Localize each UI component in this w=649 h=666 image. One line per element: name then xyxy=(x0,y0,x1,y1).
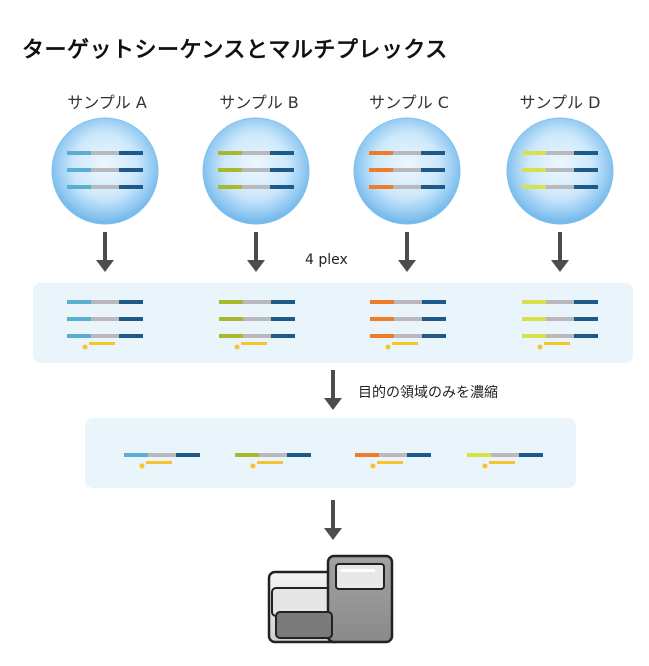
pooled-library-panel xyxy=(33,283,633,363)
enriched-library-panel xyxy=(85,418,576,488)
pooled-fragment xyxy=(67,334,143,338)
capture-probe xyxy=(370,461,403,469)
pooled-fragment xyxy=(370,300,446,304)
dna-fragment xyxy=(67,151,143,155)
enriched-fragment xyxy=(124,453,200,457)
capture-probe xyxy=(139,461,172,469)
dna-fragment xyxy=(522,185,598,189)
sample-d-label: サンプル D xyxy=(519,93,601,112)
enrichment-label: 目的の領域のみを濃縮 xyxy=(358,385,498,401)
pooled-fragment xyxy=(522,317,598,321)
dna-fragment xyxy=(522,151,598,155)
pooled-fragment xyxy=(370,334,446,338)
enriched-fragment xyxy=(355,453,431,457)
pooled-fragment xyxy=(219,334,295,338)
down-arrow-icon xyxy=(398,232,416,272)
plex-label: 4 plex xyxy=(305,252,348,268)
dna-fragment xyxy=(218,168,294,172)
down-arrow-icon xyxy=(324,370,342,410)
capture-probe xyxy=(385,342,418,350)
pooled-fragment xyxy=(219,317,295,321)
capture-probe xyxy=(250,461,283,469)
pooled-fragment xyxy=(522,300,598,304)
dna-fragment xyxy=(369,168,445,172)
capture-probe xyxy=(537,342,570,350)
sequencer-icon xyxy=(267,554,394,644)
dna-fragment xyxy=(369,185,445,189)
capture-probe xyxy=(482,461,515,469)
pooled-fragment xyxy=(522,334,598,338)
sample-b-label: サンプル B xyxy=(219,93,299,112)
down-arrow-icon xyxy=(324,500,342,540)
down-arrow-icon xyxy=(551,232,569,272)
dna-fragment xyxy=(218,185,294,189)
dna-fragment xyxy=(67,185,143,189)
enriched-fragment xyxy=(235,453,311,457)
capture-probe xyxy=(234,342,267,350)
down-arrow-icon xyxy=(247,232,265,272)
pooled-fragment xyxy=(219,300,295,304)
dna-fragment xyxy=(522,168,598,172)
pooled-fragment xyxy=(67,300,143,304)
sample-c-label: サンプル C xyxy=(369,93,449,112)
capture-probe xyxy=(82,342,115,350)
pooled-fragment xyxy=(370,317,446,321)
enriched-fragment xyxy=(467,453,543,457)
pooled-fragment xyxy=(67,317,143,321)
dna-fragment xyxy=(218,151,294,155)
diagram-title: ターゲットシーケンスとマルチプレックス xyxy=(22,38,448,63)
dna-fragment xyxy=(67,168,143,172)
sample-a-label: サンプル A xyxy=(67,93,147,112)
dna-fragment xyxy=(369,151,445,155)
down-arrow-icon xyxy=(96,232,114,272)
